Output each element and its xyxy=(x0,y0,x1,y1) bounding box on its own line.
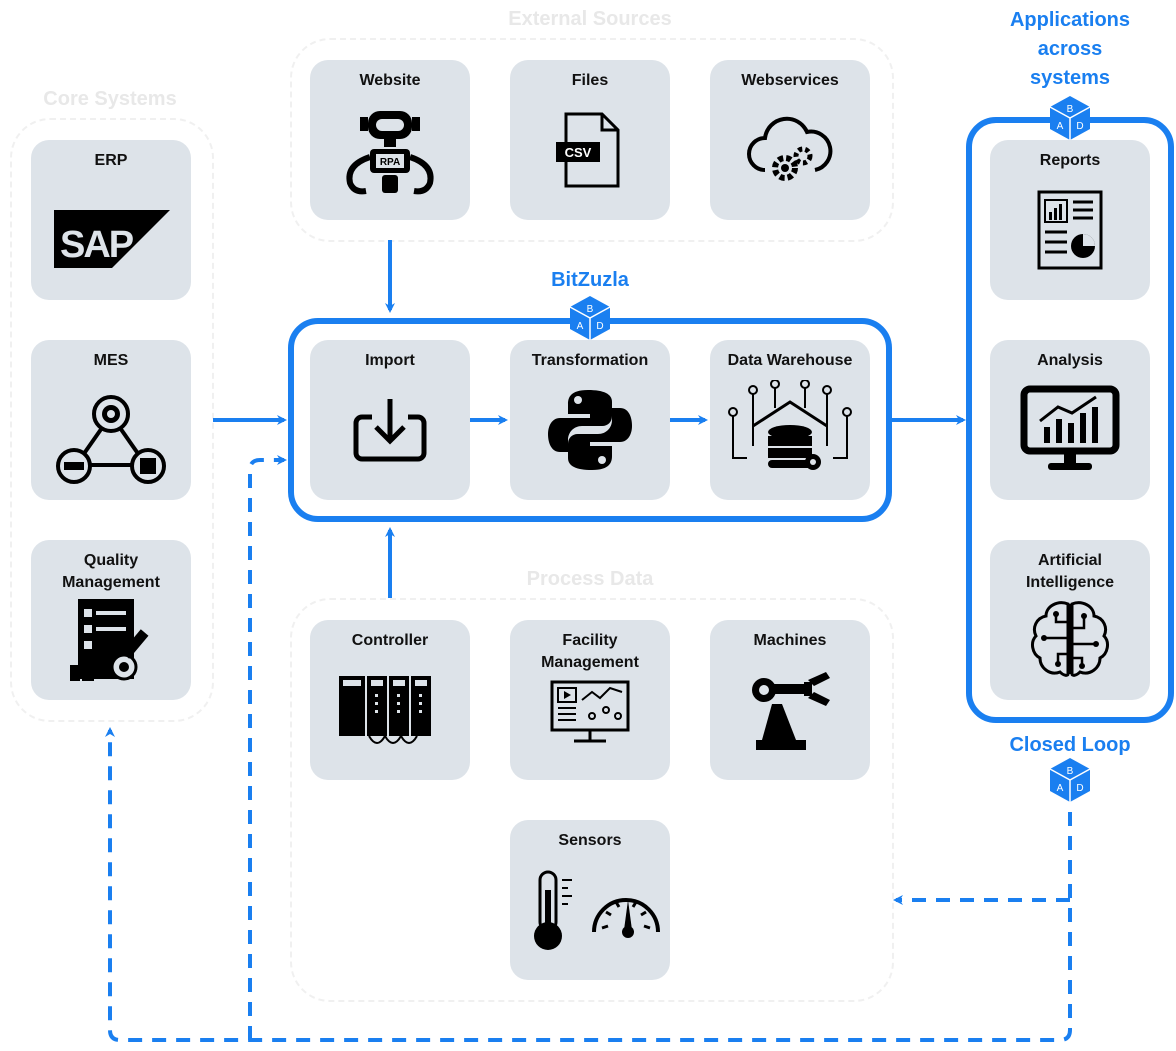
quality-management-label: Quality Management xyxy=(62,552,160,591)
mes-card[interactable]: MES xyxy=(31,340,191,500)
sap-logo: SAP xyxy=(54,210,170,268)
svg-text:D: D xyxy=(1076,783,1083,794)
transformation-card[interactable]: Transformation xyxy=(510,340,670,500)
files-card[interactable]: Files CSV xyxy=(510,60,670,220)
mes-network-icon xyxy=(56,395,166,484)
cloud-gears-icon xyxy=(747,116,833,181)
svg-text:B: B xyxy=(1067,766,1074,777)
external-sources-frame xyxy=(290,38,894,242)
external-sources-title: External Sources xyxy=(508,8,672,30)
applications-title: Applications across systems xyxy=(1009,9,1130,89)
core-systems-title: Core Systems xyxy=(43,88,177,110)
svg-text:A: A xyxy=(1057,783,1064,794)
data-warehouse-card[interactable]: Data Warehouse xyxy=(710,340,870,500)
website-card[interactable]: Website RPA xyxy=(310,60,470,220)
import-label: Import xyxy=(365,352,415,369)
machines-label: Machines xyxy=(753,632,827,649)
monitor-chart-icon xyxy=(1020,385,1120,470)
bitzuzla-title: BitZuzla xyxy=(551,269,629,291)
report-icon xyxy=(1037,190,1103,270)
import-card[interactable]: Import xyxy=(310,340,470,500)
svg-text:A: A xyxy=(577,321,584,332)
webservices-label: Webservices xyxy=(741,72,839,89)
process-data-title: Process Data xyxy=(526,568,654,590)
applications-logo: B A D xyxy=(1049,96,1091,140)
brain-circuit-icon xyxy=(1031,601,1109,677)
svg-text:SAP: SAP xyxy=(60,224,134,266)
csv-file-icon: CSV xyxy=(556,112,620,188)
svg-text:CSV: CSV xyxy=(565,145,592,160)
quality-document-icon xyxy=(70,599,149,681)
analysis-card[interactable]: Analysis xyxy=(990,340,1150,500)
facility-management-card[interactable]: Facility Management xyxy=(510,620,670,780)
svg-text:D: D xyxy=(1076,121,1083,132)
svg-text:D: D xyxy=(596,321,603,332)
closed-loop-path xyxy=(105,727,1072,1042)
mes-label: MES xyxy=(93,352,129,369)
reports-card[interactable]: Reports xyxy=(990,140,1150,300)
artificial-intelligence-card[interactable]: Artificial Intelligence xyxy=(990,540,1150,700)
data-warehouse-icon xyxy=(728,380,852,470)
erp-card[interactable]: ERP SAP xyxy=(31,140,191,300)
thermometer-gauge-icon xyxy=(534,870,660,950)
facility-management-label: Facility Management xyxy=(541,632,639,671)
svg-text:B: B xyxy=(587,304,594,315)
controller-label: Controller xyxy=(351,632,429,649)
data-warehouse-label: Data Warehouse xyxy=(727,352,853,369)
machines-card[interactable]: Machines xyxy=(710,620,870,780)
erp-label: ERP xyxy=(94,152,128,169)
process-data-frame xyxy=(290,598,894,1002)
plc-controller-icon xyxy=(339,676,431,744)
sensors-card[interactable]: Sensors xyxy=(510,820,670,980)
webservices-card[interactable]: Webservices xyxy=(710,60,870,220)
closed-loop-to-import-arrow xyxy=(248,455,287,1040)
website-label: Website xyxy=(359,72,421,89)
reports-label: Reports xyxy=(1039,152,1101,169)
rpa-robot-icon: RPA xyxy=(346,111,434,195)
bitzuzla-logo: B A D xyxy=(569,296,611,340)
quality-management-card[interactable]: Quality Management xyxy=(31,540,191,700)
svg-text:B: B xyxy=(1067,104,1074,115)
closed-loop-title: Closed Loop xyxy=(1009,734,1131,756)
transformation-label: Transformation xyxy=(531,352,649,369)
svg-text:A: A xyxy=(1057,121,1064,132)
dashboard-monitor-icon xyxy=(550,680,630,743)
download-icon xyxy=(353,399,427,462)
sensors-label: Sensors xyxy=(558,832,622,849)
analysis-label: Analysis xyxy=(1037,352,1103,369)
artificial-intelligence-label: Artificial Intelligence xyxy=(1025,552,1115,591)
svg-text:RPA: RPA xyxy=(380,157,400,168)
python-icon xyxy=(548,390,632,470)
robot-arm-icon xyxy=(752,672,830,750)
closed-loop-logo: B A D xyxy=(1049,758,1091,802)
files-label: Files xyxy=(571,72,609,89)
controller-card[interactable]: Controller xyxy=(310,620,470,780)
